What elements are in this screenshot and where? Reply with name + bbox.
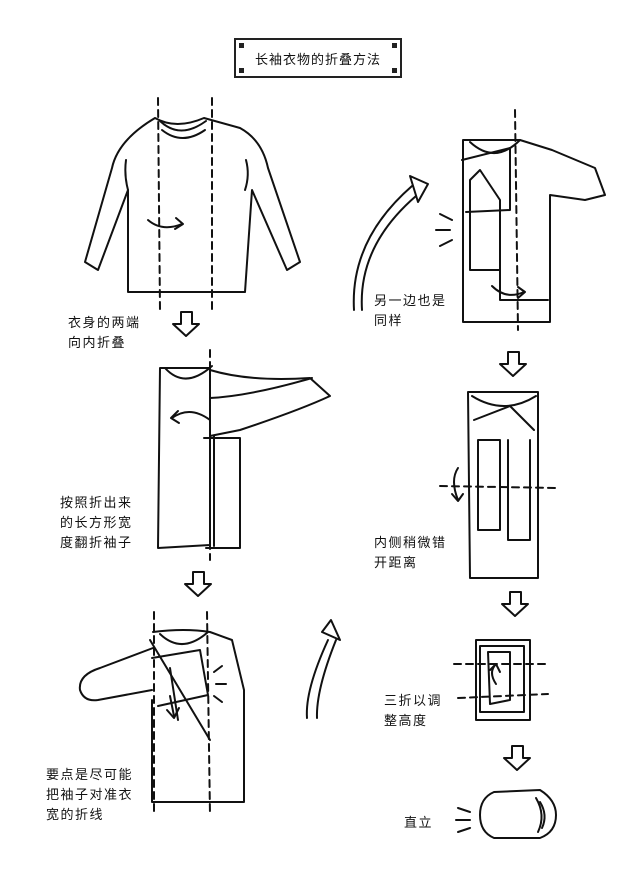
down-arrow-2 xyxy=(184,571,212,597)
step-7-caption: 直立 xyxy=(404,816,434,831)
fold-arrow-side xyxy=(453,467,459,501)
folded-rectangle-illustration xyxy=(439,391,559,579)
step-1-caption: 衣身的两端 向内折叠 xyxy=(68,316,141,351)
fold-inward-arrow-2 xyxy=(491,285,525,296)
upright-roll-illustration xyxy=(455,789,557,839)
down-arrow-5 xyxy=(503,745,531,771)
fold-back-arrow xyxy=(171,411,211,421)
tack-bottom-right xyxy=(392,68,397,73)
step-6-caption: 三折以调 整高度 xyxy=(384,694,443,729)
step-2-caption: 按照折出来 的长方形宽 度翻折袖子 xyxy=(60,496,133,551)
page-title: 长袖衣物的折叠方法 xyxy=(254,52,381,68)
curved-up-arrow xyxy=(305,619,341,719)
other-side-fold-illustration xyxy=(435,109,606,331)
step-3-caption: 要点是尽可能 把袖子对准衣 宽的折线 xyxy=(46,768,134,823)
curved-left-arrow xyxy=(352,175,429,311)
fold-inward-arrow xyxy=(147,219,183,229)
step-4-caption: 另一边也是 同样 xyxy=(374,294,447,329)
title-plaque: 长袖衣物的折叠方法 xyxy=(234,38,402,78)
sleeve-down-arrow xyxy=(169,695,175,717)
down-arrow-1 xyxy=(172,311,200,337)
tack-top-right xyxy=(392,43,397,48)
tack-top-left xyxy=(239,43,244,48)
down-arrow-4 xyxy=(501,591,529,617)
sleeve-align-illustration xyxy=(78,611,245,816)
tri-fold-illustration xyxy=(453,639,549,721)
tack-bottom-left xyxy=(239,68,244,73)
step-5-caption: 内侧稍微错 开距离 xyxy=(374,536,447,571)
down-arrow-3 xyxy=(499,351,527,377)
sleeve-fold-illustration xyxy=(157,349,331,561)
sweater-flat-illustration xyxy=(84,97,301,311)
